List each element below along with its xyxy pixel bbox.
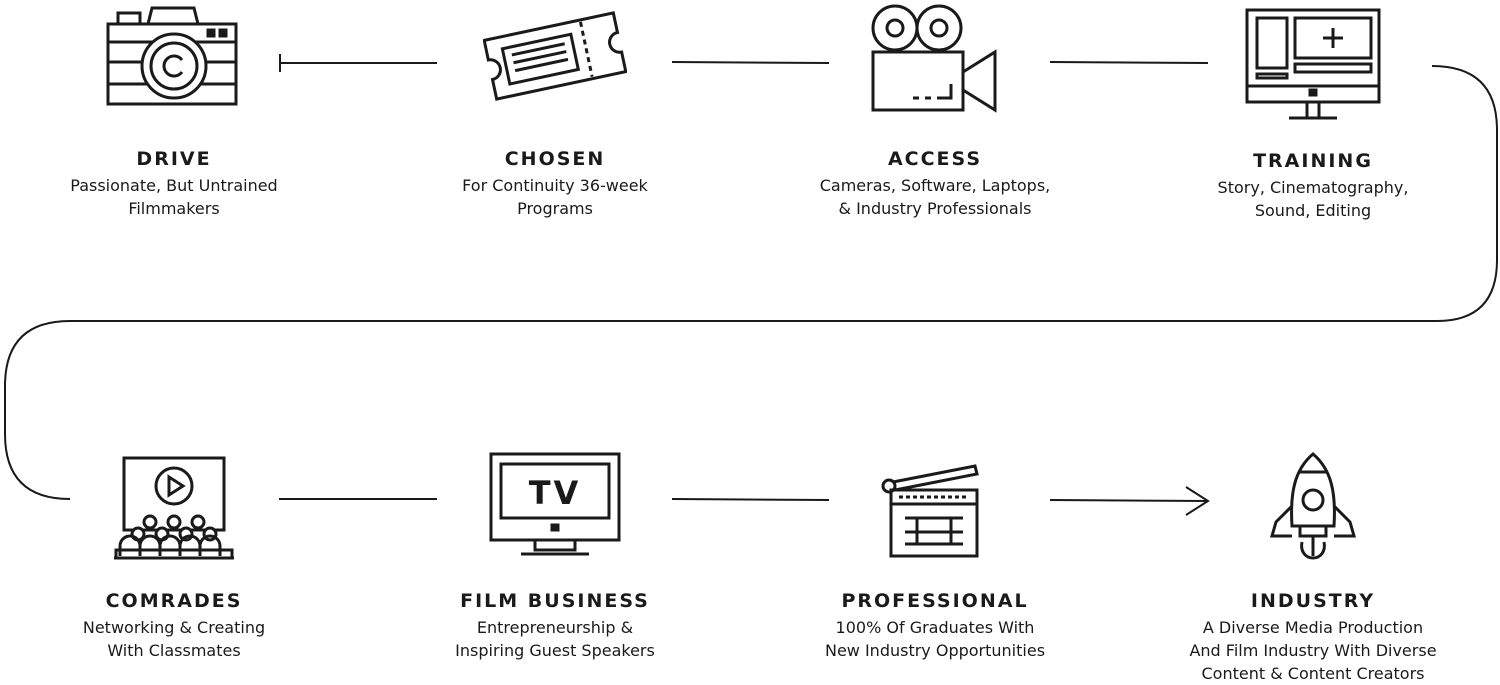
camera-icon bbox=[106, 6, 238, 106]
step-professional: PROFESSIONAL 100% Of Graduates With New … bbox=[795, 440, 1075, 680]
step-desc-line: Cameras, Software, Laptops, bbox=[819, 176, 1051, 195]
arrow-head-icon bbox=[1185, 486, 1210, 516]
step-desc-line: Sound, Editing bbox=[1254, 201, 1372, 220]
step-comrades: COMRADES Networking & Creating With Clas… bbox=[34, 440, 314, 680]
step-desc-line: A Diverse Media Production bbox=[1202, 618, 1424, 637]
connector-professional-industry bbox=[1049, 499, 1209, 502]
step-desc-line: 100% Of Graduates With bbox=[835, 618, 1035, 637]
step-desc-line: Passionate, But Untrained bbox=[70, 176, 278, 195]
step-title: DRIVE bbox=[136, 148, 212, 170]
step-film-business: TV FILM BUSINESS Entrepreneurship & Insp… bbox=[415, 440, 695, 680]
connector-access-training bbox=[1049, 61, 1209, 64]
step-desc-line: And Film Industry With Diverse bbox=[1189, 641, 1437, 660]
step-title: COMRADES bbox=[105, 590, 243, 612]
step-title: TRAINING bbox=[1253, 150, 1373, 172]
tv-icon: TV bbox=[489, 452, 621, 556]
step-title: CHOSEN bbox=[504, 148, 606, 170]
tv-label: TV bbox=[529, 474, 582, 512]
step-desc-line: Filmmakers bbox=[128, 199, 220, 218]
step-drive: DRIVE Passionate, But Untrained Filmmake… bbox=[34, 0, 314, 230]
step-desc-line: Story, Cinematography, bbox=[1217, 178, 1409, 197]
cinema-audience-icon bbox=[114, 456, 234, 560]
connector-training-comrades bbox=[4, 65, 1498, 500]
step-desc-line: & Industry Professionals bbox=[838, 199, 1032, 218]
ticket-icon bbox=[483, 11, 627, 101]
step-access: ACCESS Cameras, Software, Laptops, & Ind… bbox=[795, 0, 1075, 230]
step-title: INDUSTRY bbox=[1250, 590, 1376, 612]
connector-chosen-access bbox=[671, 61, 830, 64]
step-desc-line: For Continuity 36-week bbox=[462, 176, 648, 195]
step-desc-line: Content & Content Creators bbox=[1201, 664, 1425, 683]
step-chosen: CHOSEN For Continuity 36-week Programs bbox=[415, 0, 695, 230]
step-training: TRAINING Story, Cinematography, Sound, E… bbox=[1173, 0, 1453, 230]
step-desc-line: Inspiring Guest Speakers bbox=[455, 641, 655, 660]
step-title: FILM BUSINESS bbox=[460, 590, 650, 612]
step-desc-line: Programs bbox=[517, 199, 593, 218]
step-desc-line: New Industry Opportunities bbox=[824, 641, 1046, 660]
editing-monitor-icon bbox=[1245, 8, 1381, 120]
rocket-icon bbox=[1270, 452, 1356, 560]
connector-business-professional bbox=[671, 498, 830, 501]
clapperboard-icon bbox=[881, 464, 979, 558]
step-desc-line: Networking & Creating bbox=[82, 618, 266, 637]
step-title: PROFESSIONAL bbox=[841, 590, 1029, 612]
step-desc-line: Entrepreneurship & bbox=[476, 618, 634, 637]
film-camera-icon bbox=[871, 4, 997, 113]
step-title: ACCESS bbox=[887, 148, 983, 170]
step-desc-line: With Classmates bbox=[107, 641, 241, 660]
step-industry: INDUSTRY A Diverse Media Production And … bbox=[1173, 440, 1453, 683]
